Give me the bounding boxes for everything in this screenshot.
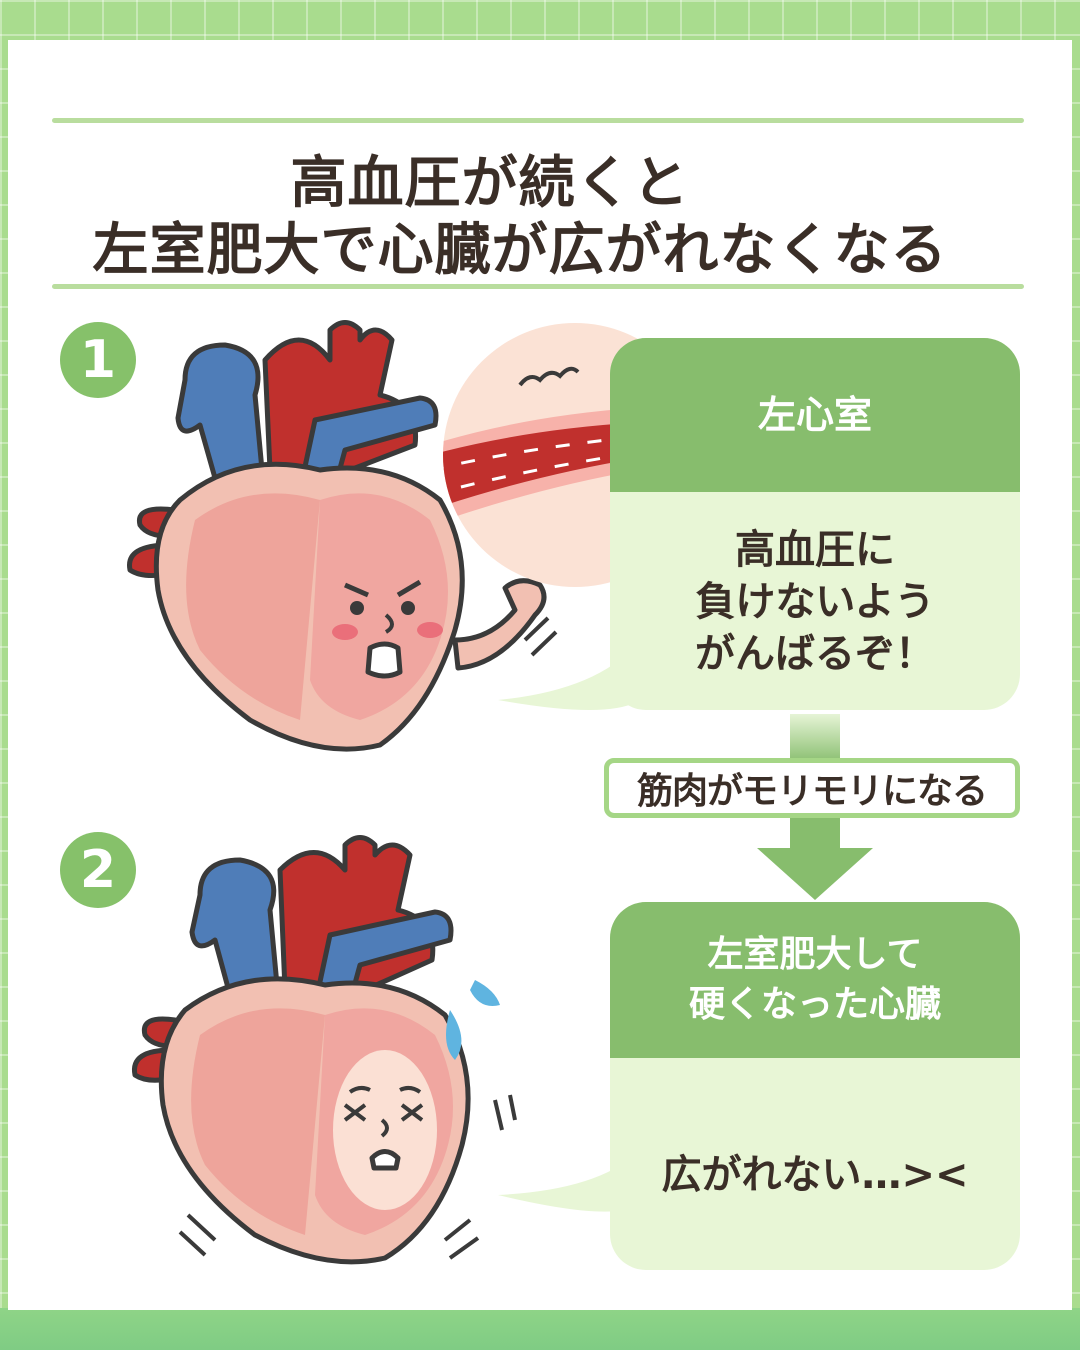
- panel-1-message-line-2: 負けないよう: [695, 579, 935, 625]
- transition-label: 筋肉がモリモリになる: [604, 758, 1020, 818]
- step-number-1: 1: [60, 322, 136, 398]
- bottom-band: [0, 1308, 1080, 1350]
- panel-1-message-line-3: がんばるぞ！: [695, 631, 935, 677]
- heart-1-illustration: [127, 320, 558, 752]
- title-rule-top: [52, 118, 1024, 123]
- panel-1-label: 左心室: [610, 338, 1020, 492]
- heart-2-illustration: [131, 835, 517, 1265]
- panel-1-message-line-1: 高血圧に: [735, 527, 895, 573]
- panel-2-label-line-1: 左室肥大して: [707, 934, 923, 975]
- hardened-heart-panel: 左室肥大して 硬くなった心臓 広がれない…><: [610, 902, 1020, 1270]
- bubble-tail-1: [498, 640, 640, 710]
- title-rule-bottom: [52, 284, 1024, 289]
- title-line-1: 高血圧が続くと: [290, 151, 690, 216]
- step-number-2: 2: [60, 832, 136, 908]
- title-line-2: 左室肥大で心臓が広がれなくなる: [92, 218, 948, 283]
- bubble-tail-2: [498, 1150, 640, 1212]
- panel-2-label: 左室肥大して 硬くなった心臓: [610, 902, 1020, 1058]
- panel-2-label-line-2: 硬くなった心臓: [688, 984, 941, 1025]
- panel-2-message: 広がれない…><: [661, 1152, 969, 1198]
- left-ventricle-panel: 左心室 高血圧に 負けないよう がんばるぞ！: [610, 338, 1020, 710]
- down-arrow-icon: [757, 714, 873, 900]
- panel-1-message: 高血圧に 負けないよう がんばるぞ！: [610, 492, 1020, 680]
